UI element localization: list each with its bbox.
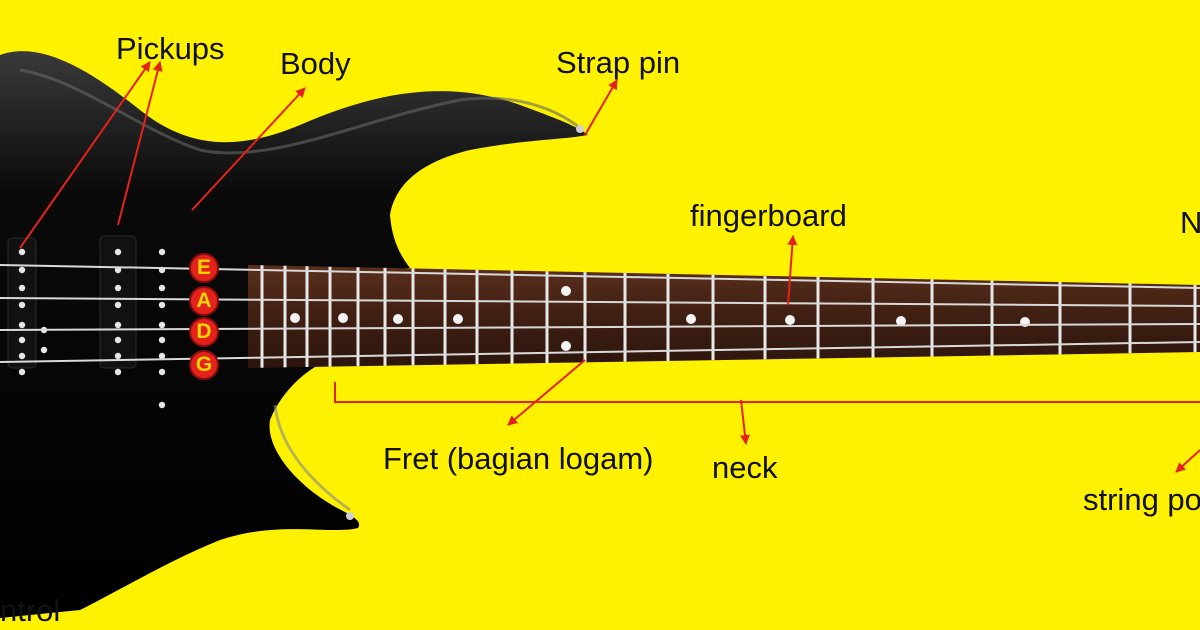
strap-pin: [576, 125, 584, 133]
pole-piece: [114, 368, 122, 376]
string-badge-d: D: [189, 317, 219, 347]
pole-piece: [114, 301, 122, 309]
label-body: Body: [280, 46, 351, 81]
label-neck: neck: [712, 450, 778, 485]
pole-piece: [114, 284, 122, 292]
pole-piece: [158, 368, 166, 376]
label-nut: N: [1180, 205, 1200, 240]
pole-piece: [158, 284, 166, 292]
inlay-dot: [453, 314, 463, 324]
fret-inlays: [290, 286, 1030, 351]
pickup-pole-pieces: [18, 248, 166, 409]
label-fingerboard: fingerboard: [690, 198, 847, 233]
inlay-dot: [338, 313, 348, 323]
pole-piece: [18, 301, 26, 309]
pole-piece: [114, 321, 122, 329]
pole-piece: [18, 336, 26, 344]
fingerboard: [248, 265, 1200, 368]
neck-bracket: [334, 382, 1200, 403]
pole-piece: [114, 352, 122, 360]
string-badge-e: E: [189, 253, 219, 283]
label-fret: Fret (bagian logam): [383, 441, 654, 476]
label-strap-pin: Strap pin: [556, 45, 681, 80]
inlay-dot: [393, 314, 403, 324]
pole-piece: [114, 266, 122, 274]
pole-piece: [158, 401, 166, 409]
inlay-dot: [290, 313, 300, 323]
string-badge-g: G: [189, 350, 219, 380]
strap-pin-bottom: [346, 512, 354, 520]
pole-piece: [158, 321, 166, 329]
pole-piece: [18, 248, 26, 256]
pole-piece: [158, 336, 166, 344]
label-pickups: Pickups: [116, 31, 225, 66]
body-highlight: [19, 68, 581, 155]
string-badge-a: A: [189, 286, 219, 316]
pole-piece: [114, 248, 122, 256]
inlay-dot: [785, 315, 795, 325]
pole-piece: [158, 301, 166, 309]
pole-piece: [158, 352, 166, 360]
pole-piece: [114, 336, 122, 344]
pole-piece: [18, 321, 26, 329]
pole-piece: [40, 346, 48, 354]
pole-piece: [18, 352, 26, 360]
inlay-dot: [896, 316, 906, 326]
inlay-dot: [686, 314, 696, 324]
pole-piece: [18, 266, 26, 274]
label-string-post: string po: [1083, 482, 1200, 517]
pole-piece: [158, 248, 166, 256]
inlay-dot: [561, 341, 571, 351]
inlay-dot: [561, 286, 571, 296]
horn-highlight: [273, 404, 351, 512]
label-control: ntrol: [0, 593, 61, 628]
pole-piece: [18, 368, 26, 376]
pole-piece: [18, 284, 26, 292]
arrow-icon: [19, 61, 1200, 473]
frets: [260, 265, 1197, 368]
